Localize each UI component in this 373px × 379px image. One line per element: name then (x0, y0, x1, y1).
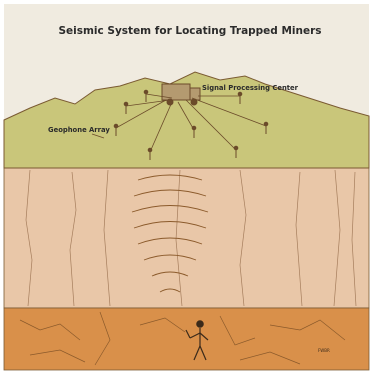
signal-center-label: Signal Processing Center (202, 84, 299, 92)
credit-label: FWBR (318, 348, 330, 353)
deep-rock-layer (4, 308, 369, 370)
rock-layer (4, 168, 369, 308)
geophone-array-label: Geophone Array (48, 126, 110, 134)
diagram-title: Seismic System for Locating Trapped Mine… (58, 25, 321, 37)
